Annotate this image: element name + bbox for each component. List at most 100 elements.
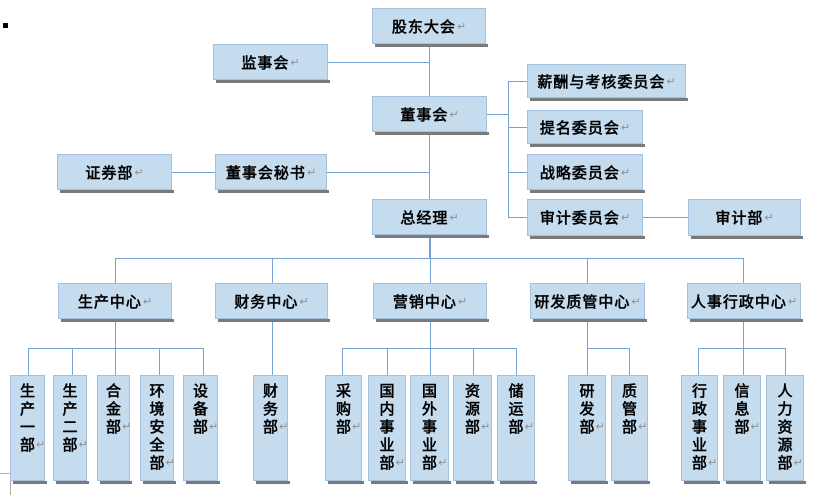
connector-line xyxy=(698,348,785,349)
org-box-label-char: 环 xyxy=(149,382,165,400)
connector-line xyxy=(643,217,688,218)
org-box-label: 证券部 xyxy=(85,163,134,182)
org-box-rd-dept[interactable]: 研发部↵ xyxy=(568,375,608,484)
paragraph-mark: ↵ xyxy=(666,74,676,88)
connector-line xyxy=(508,127,527,128)
connector-line xyxy=(508,81,527,82)
org-box-production-center[interactable]: 生产中心↵ xyxy=(58,283,174,322)
org-box-label-char: 产 xyxy=(19,400,35,418)
org-box-production-dept-2[interactable]: 生产二部↵ xyxy=(53,375,89,484)
org-box-label-char: 内 xyxy=(379,400,395,418)
org-box-supervisory-board[interactable]: 监事会↵ xyxy=(213,44,330,83)
org-box-board-secretary[interactable]: 董事会秘书↵ xyxy=(215,154,329,193)
org-box-label-char: 研 xyxy=(579,382,595,400)
org-box-label-char: 运 xyxy=(508,400,524,418)
org-box-label-char: 生 xyxy=(62,382,78,400)
org-box-hr-dept[interactable]: 人力资源部↵ xyxy=(766,375,806,484)
connector-line xyxy=(587,258,588,283)
org-box-label: 生产中心 xyxy=(77,292,142,311)
org-box-label-char: 储 xyxy=(508,382,524,400)
org-box-env-safety-dept[interactable]: 环境安全部↵ xyxy=(140,375,176,484)
paragraph-mark: ↵ xyxy=(764,211,774,224)
org-box-quality-dept[interactable]: 质管部↵ xyxy=(611,375,650,484)
org-box-admin-business-dept[interactable]: 行政事业部↵ xyxy=(681,375,720,484)
org-box-nomination-committee[interactable]: 提名委员会↵ xyxy=(527,110,645,147)
paragraph-mark: ↵ xyxy=(438,456,448,469)
org-box-label-char: 部↵ xyxy=(262,418,289,436)
paragraph-mark: ↵ xyxy=(457,294,468,308)
paragraph-mark: ↵ xyxy=(395,456,405,469)
org-box-label-char: 部↵ xyxy=(192,418,219,436)
org-box-hr-admin-center[interactable]: 人事行政中心↵ xyxy=(687,283,803,322)
org-box-label-char: 部↵ xyxy=(777,454,803,472)
connector-line xyxy=(473,348,474,375)
org-box-finance-center[interactable]: 财务中心↵ xyxy=(215,283,330,322)
org-box-label-char: 安 xyxy=(149,418,165,436)
org-box-label: 董事会秘书 xyxy=(225,163,306,182)
org-box-resources-dept[interactable]: 资源部↵ xyxy=(453,375,494,484)
org-box-label-char: 部↵ xyxy=(62,436,88,454)
org-box-finance-dept[interactable]: 财务部↵ xyxy=(253,375,290,484)
org-box-equipment-dept[interactable]: 设备部↵ xyxy=(183,375,220,484)
org-box-audit-dept[interactable]: 审计部↵ xyxy=(688,199,803,239)
org-box-strategy-committee[interactable]: 战略委员会↵ xyxy=(527,154,645,193)
paragraph-mark: ↵ xyxy=(165,456,175,469)
org-box-label-char: 一 xyxy=(19,418,35,436)
paragraph-mark: ↵ xyxy=(36,438,46,451)
org-box-shareholders-meeting[interactable]: 股东大会↵ xyxy=(372,8,488,47)
org-box-compensation-committee[interactable]: 薪酬与考核委员会↵ xyxy=(527,64,688,101)
connector-line xyxy=(629,348,630,375)
connector-line xyxy=(429,44,430,96)
org-box-label: 薪酬与考核委员会 xyxy=(537,72,666,91)
org-box-label: 战略委员会 xyxy=(539,163,620,182)
org-box-production-dept-1[interactable]: 生产一部↵ xyxy=(10,375,47,484)
org-box-info-dept[interactable]: 信息部↵ xyxy=(723,375,763,484)
org-box-label-char: 信 xyxy=(734,382,750,400)
org-box-audit-committee[interactable]: 审计委员会↵ xyxy=(527,199,645,239)
org-box-overseas-business-dept[interactable]: 国外事业部↵ xyxy=(410,375,451,484)
org-box-label-char: 部↵ xyxy=(734,418,760,436)
connector-line xyxy=(430,319,431,348)
connector-line xyxy=(159,348,160,375)
org-box-label: 财务中心 xyxy=(234,292,299,311)
connector-line xyxy=(430,258,431,283)
org-box-label-char: 业 xyxy=(691,436,707,454)
connector-line xyxy=(387,348,388,375)
org-box-board-of-directors[interactable]: 董事会↵ xyxy=(372,96,489,135)
org-box-label-char: 部↵ xyxy=(105,418,132,436)
paragraph-mark: ↵ xyxy=(524,420,534,433)
connector-line xyxy=(587,319,588,348)
paragraph-mark: ↵ xyxy=(142,294,153,308)
org-box-purchasing-dept[interactable]: 采购部↵ xyxy=(325,375,364,484)
paragraph-mark: ↵ xyxy=(78,438,88,451)
connector-line xyxy=(342,348,516,349)
org-box-label-char: 二 xyxy=(62,418,78,436)
org-box-general-manager[interactable]: 总经理↵ xyxy=(372,199,489,238)
org-box-rd-quality-center[interactable]: 研发质管中心↵ xyxy=(530,283,647,322)
org-box-storage-transport-dept[interactable]: 储运部↵ xyxy=(497,375,537,484)
connector-line xyxy=(508,81,509,218)
org-box-label-char: 产 xyxy=(62,400,78,418)
org-box-alloy-dept[interactable]: 合金部↵ xyxy=(97,375,132,484)
org-box-label-char: 部↵ xyxy=(464,418,491,436)
org-box-label-char: 息 xyxy=(734,400,750,418)
org-box-label-char: 采 xyxy=(335,382,351,400)
paragraph-mark: ↵ xyxy=(134,165,144,179)
org-box-label-char: 资 xyxy=(777,418,793,436)
org-box-label-char: 事 xyxy=(421,418,437,436)
org-box-label-char: 生 xyxy=(19,382,35,400)
org-box-label-char: 合 xyxy=(105,382,121,400)
org-box-marketing-center[interactable]: 营销中心↵ xyxy=(373,283,489,322)
org-box-securities-dept[interactable]: 证券部↵ xyxy=(57,154,174,193)
org-box-label-char: 设 xyxy=(192,382,208,400)
connector-line xyxy=(587,348,629,349)
org-box-label-char: 部↵ xyxy=(149,454,175,472)
org-box-label-char: 资 xyxy=(464,382,480,400)
paragraph-mark: ↵ xyxy=(708,456,718,469)
org-box-domestic-business-dept[interactable]: 国内事业部↵ xyxy=(368,375,408,484)
paragraph-mark: ↵ xyxy=(787,294,798,308)
org-box-label-char: 管 xyxy=(621,400,637,418)
object-anchor-marker xyxy=(3,23,8,28)
connector-line xyxy=(327,172,429,173)
